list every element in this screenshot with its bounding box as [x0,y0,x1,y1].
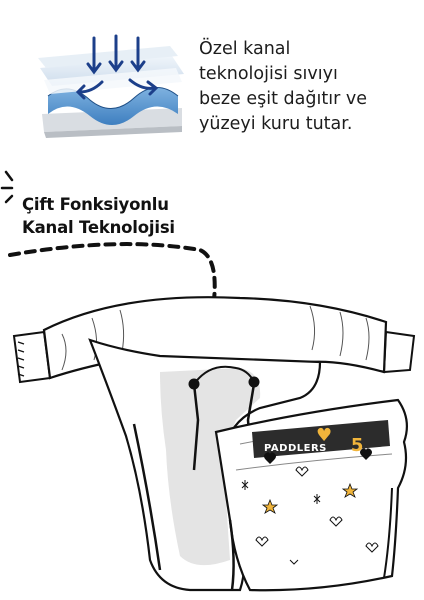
caption-line: beze eşit dağıtır ve [199,89,367,109]
callout-line: Çift Fonksiyonlu [22,195,169,214]
spark-lines-icon [0,170,14,204]
svg-text:♥: ♥ [316,425,332,446]
caption-line: Özel kanal [199,39,291,59]
brand-label: PADDLERS 5 [264,435,364,456]
feature-caption: Özel kanal teknolojisi sıvıyı beze eşit … [199,37,419,137]
brand-name: PADDLERS [264,443,327,454]
callout-label: Çift Fonksiyonlu Kanal Teknolojisi [22,193,175,239]
layer-illustration-icon [38,34,184,138]
caption-line: teknolojisi sıvıyı [199,64,338,84]
caption-line: yüzeyi kuru tutar. [199,114,353,134]
brand-size: 5 [350,435,364,456]
diaper-illustration-icon: ♥ [8,242,416,592]
callout-line: Kanal Teknolojisi [22,218,175,237]
